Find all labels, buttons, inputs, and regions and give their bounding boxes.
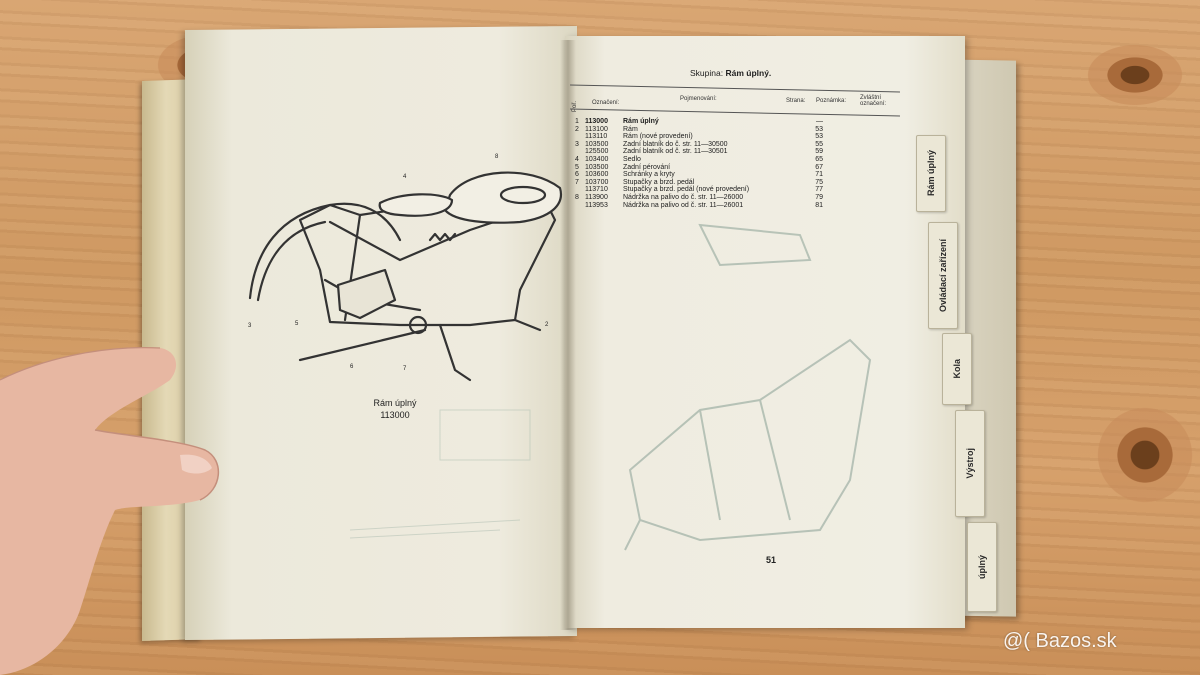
hand [0,347,220,675]
callout-2: 2 [545,322,549,328]
group-header: Skupina: Rám úplný. [690,68,771,78]
col-header-special: Zvláštní označení: [860,95,887,107]
tab-kola[interactable]: Kola [942,333,972,405]
callout-5: 5 [295,321,299,327]
tab-ram-uplny[interactable]: Rám úplný [916,135,946,212]
group-name: Rám úplný. [725,68,772,78]
callout-4: 4 [403,174,407,180]
table-row: 113110 Rám (nové provedení) 53 [585,133,823,141]
figure-caption: Rám úplný 113000 [360,397,430,421]
col-header-pos: Poř. [572,100,578,112]
watermark: @( Bazos.sk [1003,630,1117,652]
callout-7: 7 [403,366,407,372]
table-row: 113953 Nádržka na palivo od č. str. 11—2… [585,201,823,209]
col-header-page: Strana: [786,98,806,104]
col-header-code: Označení: [592,100,620,106]
figure-code: 113000 [380,410,410,420]
table-row: 3 103500 Zadní blatník do č. str. 11—305… [575,140,823,148]
col-header-note: Poznámka: [816,98,847,104]
table-row: 2 113100 Rám 53 [575,125,823,133]
tab-uplny[interactable]: úplný [967,522,997,612]
right-page [565,36,965,628]
wood-knot [1080,40,1190,110]
table-row: 7 103700 Stupačky a brzd. pedál 75 [575,178,823,186]
table-row: 125500 Zadní blatník od č. str. 11—30501… [585,148,823,156]
callout-3: 3 [248,323,252,329]
tab-vystroj[interactable]: Výstroj [955,410,985,517]
group-label: Skupina: [690,68,724,78]
table-row: 4 103400 Sedlo 65 [575,155,823,163]
col-header-name: Pojmenování: [680,96,717,102]
table-row: 5 103500 Zadní pérování 67 [575,163,823,171]
parts-table: 1 113000 Rám úplný — 2 113100 Rám 53 113… [575,118,835,209]
callout-8: 8 [495,154,499,160]
book-spine-shadow [560,40,576,630]
page-number: 51 [766,555,777,565]
tab-ovladaci-zarizeni[interactable]: Ovládací zařízení [928,222,958,329]
figure-title: Rám úplný [373,398,417,408]
table-row: 8 113900 Nádržka na palivo do č. str. 11… [575,193,823,201]
wood-knot [1090,400,1200,510]
table-row: 113710 Stupačky a brzd. pedál (nové prov… [585,186,823,194]
table-row: 6 103600 Schránky a kryty 71 [575,171,823,179]
callout-6: 6 [350,364,354,370]
table-row: 1 113000 Rám úplný — [575,118,823,125]
